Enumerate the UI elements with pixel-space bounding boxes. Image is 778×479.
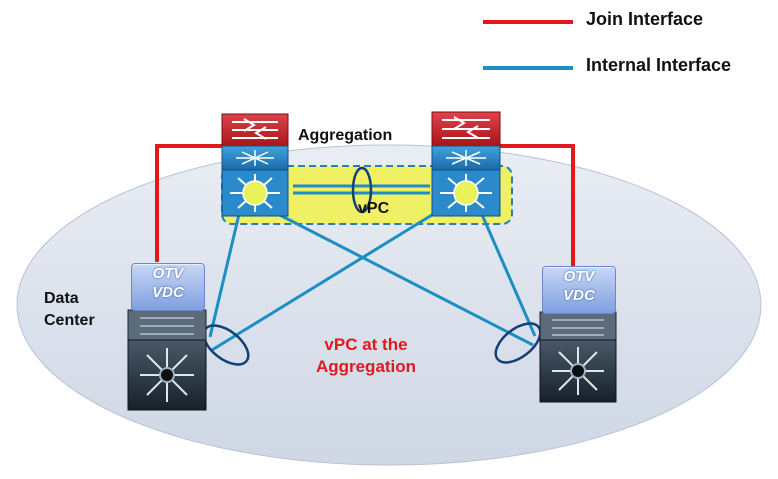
internal-links xyxy=(208,184,537,352)
firewall-icon xyxy=(221,113,289,147)
otv-vdc-icon: OTV VDC xyxy=(542,266,616,314)
otv-label: OTV xyxy=(563,268,595,285)
switch-icon xyxy=(221,145,289,171)
vpc-at-aggregation-label: vPC at the Aggregation xyxy=(306,334,426,378)
aggregation-label: Aggregation xyxy=(298,127,393,144)
otv-label: OTV xyxy=(152,265,184,282)
port-channel-ovals xyxy=(202,166,542,366)
data-center-label: Data Center xyxy=(44,288,95,332)
vpc-agg-line2: Aggregation xyxy=(315,357,417,376)
vpc-agg-line1: vPC at the xyxy=(324,335,408,354)
join-link-left xyxy=(155,144,222,262)
data-center-line1: Data xyxy=(44,290,79,307)
nexus-switch-icon xyxy=(127,309,207,411)
vpc-label: vPC xyxy=(358,200,390,217)
join-link-right xyxy=(500,144,575,266)
nexus-switch-icon xyxy=(539,311,617,403)
aggregation-switch-left xyxy=(221,113,289,217)
vdc-label: VDC xyxy=(563,287,595,304)
legend-internal-label: Internal Interface xyxy=(586,55,732,75)
firewall-icon xyxy=(431,111,501,147)
aggregation-switch-right xyxy=(431,111,501,217)
vdc-label: VDC xyxy=(152,284,184,301)
legend-join-label: Join Interface xyxy=(586,9,704,29)
otv-vdc-icon: OTV VDC xyxy=(131,263,205,311)
data-center-line2: Center xyxy=(44,312,95,329)
switch-icon xyxy=(431,145,501,171)
